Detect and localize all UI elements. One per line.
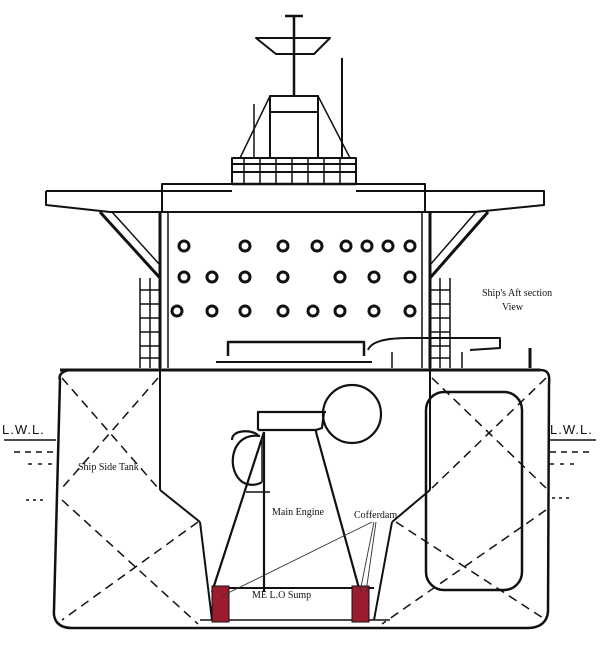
superstructure [139,212,451,368]
main-engine-label: Main Engine [272,507,324,518]
portholes [170,239,417,318]
tank-diagonals [61,377,547,625]
lwl-right-label: L.W.L. [550,422,593,437]
mast [239,14,351,159]
main-engine [210,383,383,593]
sump-label: ME L.O Sump [252,590,311,601]
deck-fittings [216,337,532,368]
right-wing-tank [424,390,524,592]
lwl-left-label: L.W.L. [2,422,45,437]
cofferdam-right [351,585,370,623]
upper-deck-house [231,157,357,186]
waterline-right [550,439,596,465]
view-title-line1: Ship's Aft section [482,288,552,299]
bridge-wings [45,183,545,280]
hull-outline [52,368,551,630]
cofferdam-left [211,585,230,623]
view-title-line2: View [502,302,524,313]
inner-bulkheads [159,368,431,621]
waterline-left [4,439,56,465]
cofferdam-label: Cofferdam [354,510,397,521]
cofferdam-pointers [221,521,377,597]
side-tank-label: Ship Side Tank [78,462,139,473]
